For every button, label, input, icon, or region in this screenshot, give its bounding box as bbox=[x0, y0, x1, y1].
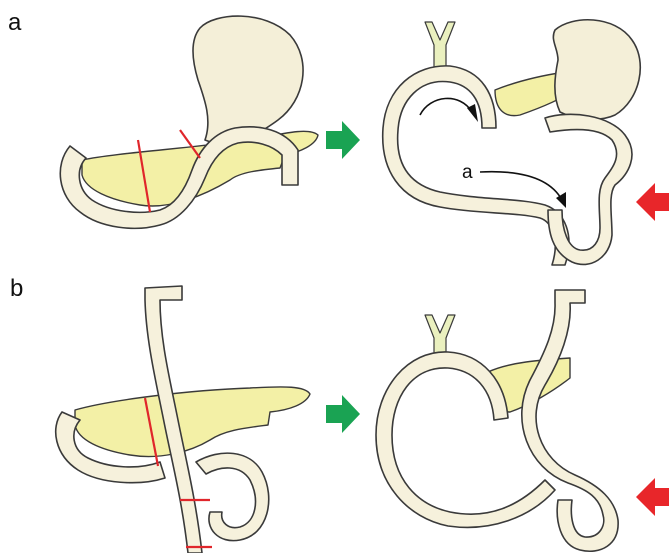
panel-label-a: a bbox=[8, 9, 22, 36]
green-right-arrow-icon bbox=[326, 121, 360, 159]
panel-a-before bbox=[60, 16, 318, 228]
distal-loop bbox=[196, 453, 269, 540]
red-left-arrow-icon bbox=[636, 183, 669, 221]
anastomosis-arrow bbox=[420, 98, 472, 115]
panel-a-after: a bbox=[383, 20, 641, 265]
bile-duct bbox=[425, 22, 455, 72]
panel-label-b: b bbox=[10, 275, 23, 302]
red-left-arrow-icon bbox=[636, 478, 669, 516]
panel-b-after bbox=[376, 290, 618, 551]
efferent-limb bbox=[545, 114, 632, 264]
anastomosis-arrow bbox=[480, 172, 562, 200]
stomach bbox=[553, 20, 640, 120]
pancreas bbox=[75, 387, 310, 457]
efferent-limb bbox=[522, 290, 618, 551]
panel-b-before bbox=[56, 286, 310, 553]
annotation-label: a bbox=[462, 162, 473, 183]
green-right-arrow-icon bbox=[326, 395, 360, 433]
